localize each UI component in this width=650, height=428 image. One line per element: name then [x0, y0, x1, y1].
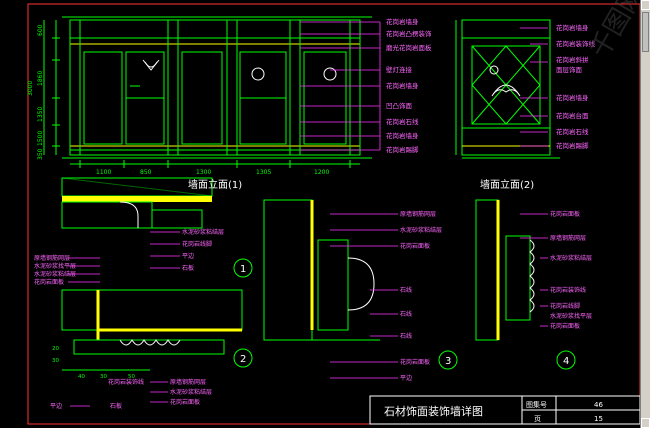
detail-label: 原墙钢筋网层	[170, 378, 206, 386]
callout-label: 花岗岩斜拼	[556, 55, 589, 64]
detail-label: 石线	[400, 286, 412, 294]
detail-label: 水泥砂浆粘结层	[170, 388, 212, 396]
scrollbar-thumb[interactable]	[642, 12, 649, 52]
scroll-up-icon[interactable]	[641, 0, 650, 10]
detail-label: 花岗岩线脚	[550, 302, 580, 310]
detail-3-number: 3	[445, 356, 451, 367]
elevation-1	[43, 16, 381, 168]
detail-label: 石板	[182, 264, 194, 272]
dimension-label: 1305	[256, 169, 271, 176]
dimension-label: 1100	[96, 169, 111, 176]
dimension-label: 1350	[37, 107, 44, 122]
detail-label: 花岗岩装饰线	[550, 286, 586, 294]
callout-label: 花岗岩墙身	[386, 17, 419, 26]
detail-label: 花岗岩面板	[170, 398, 200, 406]
dimension-label: 3000	[27, 81, 34, 96]
callout-label: 花岗岩台面	[556, 111, 589, 120]
detail-label: 花岗岩面板	[550, 210, 580, 218]
dimension-label: 1200	[314, 169, 329, 176]
scroll-down-icon[interactable]	[641, 418, 650, 428]
dimension-label: 50	[128, 374, 135, 380]
callout-label: 花岗岩凸楞装饰	[386, 29, 432, 38]
detail-label: 水泥砂浆粘结层	[400, 226, 442, 234]
detail-label: 原墙钢筋网层	[400, 210, 436, 218]
detail-label: 原墙钢筋网层	[34, 254, 70, 262]
callout-label: 花岗岩墙身	[556, 93, 589, 102]
detail-label: 水泥砂浆找平层	[550, 312, 592, 320]
dimension-label: 1860	[37, 71, 44, 86]
page-number-label: 页	[534, 415, 541, 423]
detail-4-number: 4	[563, 356, 569, 367]
detail-label: 花岗岩面板	[400, 358, 430, 366]
detail-1	[61, 177, 253, 283]
callout-label: 花岗岩石线	[386, 117, 419, 126]
detail-label: 平边	[50, 402, 62, 410]
detail-label: 花岗岩装饰线	[108, 378, 144, 386]
flower-motif-icon	[491, 84, 521, 97]
page-number-value: 15	[594, 415, 603, 423]
detail-label: 原墙钢筋网层	[550, 234, 586, 242]
detail-3	[263, 199, 458, 379]
detail-label: 石线	[400, 332, 412, 340]
dimension-label: 30	[100, 374, 107, 380]
detail-label: 水泥砂浆粘结层	[182, 228, 224, 236]
dimension-label: 1300	[196, 169, 211, 176]
dimension-label: 600	[37, 24, 44, 36]
callout-label: 花岗岩墙身	[386, 131, 419, 140]
detail-label: 水泥砂浆粘结层	[34, 270, 76, 278]
detail-label: 石线	[400, 310, 412, 318]
elevation-2	[455, 19, 560, 159]
callout-label: 壁灯连接	[386, 65, 413, 74]
dimension-label: 40	[78, 374, 85, 380]
callout-label: 面层饰面	[556, 65, 583, 74]
detail-label: 石板	[110, 402, 122, 410]
elevation-2-caption: 墙面立面(2)	[480, 178, 534, 191]
callout-label: 凹凸饰面	[386, 101, 413, 110]
callout-label: 花岗岩石线	[556, 127, 589, 136]
detail-label: 花岗岩面板	[34, 278, 64, 286]
elevation-1-caption: 墙面立面(1)	[188, 178, 242, 191]
detail-label: 花岗岩面板	[400, 242, 430, 250]
callout-label: 花岗岩墙身	[386, 81, 419, 90]
dimension-label: 30	[52, 358, 59, 364]
detail-label: 花岗岩线脚	[182, 240, 212, 248]
dimension-label: 20	[52, 346, 59, 352]
detail-1-number: 1	[240, 264, 246, 275]
detail-label: 花岗岩面板	[550, 322, 580, 330]
detail-label: 水泥砂浆粘结层	[550, 254, 592, 262]
sheet-number-value: 46	[594, 401, 603, 409]
dimension-label: 1500	[37, 131, 44, 146]
wall-lamp-icon	[251, 67, 265, 81]
callout-label: 花岗岩踢脚	[386, 145, 419, 154]
callout-label: 磨光花岗岩面板	[386, 43, 432, 52]
detail-label: 水泥砂浆找平层	[34, 262, 76, 270]
dimension-label: 850	[140, 169, 152, 176]
detail-2	[61, 289, 253, 407]
callout-label: 花岗岩墙身	[556, 23, 589, 32]
wall-lamp-icon	[142, 59, 160, 71]
drawing-title: 石材饰面装饰墙详图	[384, 404, 483, 418]
callout-label: 花岗岩装饰线	[556, 39, 596, 48]
detail-4	[475, 199, 576, 370]
sheet-number-label: 图集号	[526, 400, 547, 409]
dimension-label: 350	[37, 148, 44, 160]
vertical-scrollbar[interactable]	[640, 0, 650, 428]
wall-lamp-icon	[489, 65, 499, 75]
detail-label: 平边	[182, 252, 194, 260]
detail-2-number: 2	[240, 354, 246, 365]
callout-label: 花岗岩踢脚	[556, 141, 589, 150]
wall-lamp-icon	[323, 67, 337, 81]
detail-label: 平边	[400, 374, 412, 382]
